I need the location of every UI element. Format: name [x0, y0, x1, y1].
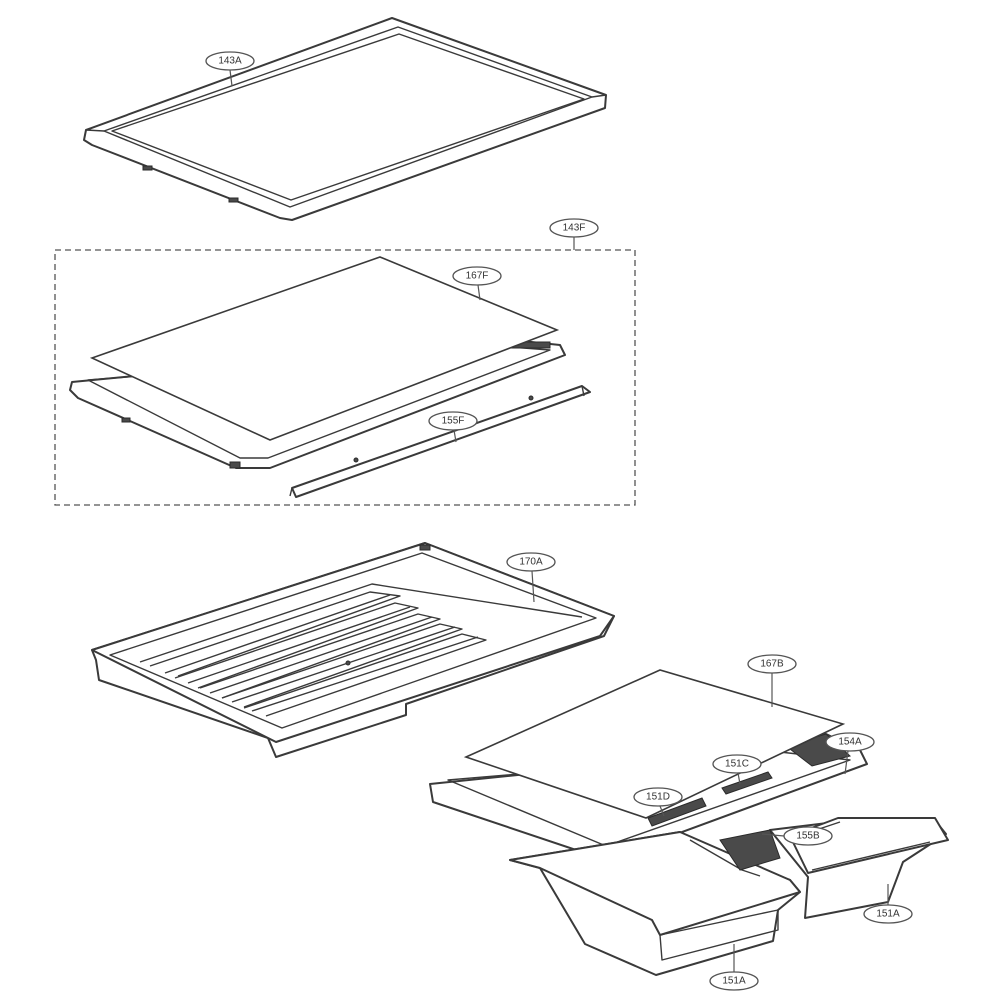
storage-bin-151a-left — [509, 829, 801, 976]
svg-text:151A: 151A — [722, 976, 746, 987]
svg-text:170A: 170A — [519, 557, 543, 568]
svg-text:155F: 155F — [442, 416, 465, 427]
svg-text:143A: 143A — [218, 56, 242, 67]
callout-154a: 154A — [825, 732, 875, 775]
svg-text:167F: 167F — [466, 271, 489, 282]
callout-170a: 170A — [506, 552, 556, 603]
callout-143f: 143F — [549, 218, 599, 250]
crisper-tray-170a — [91, 542, 615, 758]
glass-sheet-167f — [89, 256, 560, 441]
glass-sheet-167b — [463, 669, 846, 819]
svg-text:155B: 155B — [796, 831, 820, 842]
svg-text:143F: 143F — [563, 223, 586, 234]
callout-151a-right: 151A — [863, 884, 913, 924]
callout-151a-left: 151A — [709, 944, 759, 991]
assembly-143f-box — [54, 249, 636, 506]
svg-text:151A: 151A — [876, 909, 900, 920]
svg-text:151C: 151C — [725, 759, 749, 770]
svg-text:167B: 167B — [760, 659, 784, 670]
callout-151c: 151C — [712, 754, 762, 785]
svg-text:154A: 154A — [838, 737, 862, 748]
callout-167f: 167F — [452, 266, 502, 301]
callout-155b: 155B — [761, 826, 833, 846]
callout-167b: 167B — [747, 654, 797, 707]
callout-151d: 151D — [633, 787, 683, 817]
svg-text:151D: 151D — [646, 792, 670, 803]
callout-143a: 143A — [205, 51, 255, 87]
callout-155f: 155F — [428, 411, 478, 443]
trim-strip-155f — [289, 385, 591, 498]
shelf-frame-143a — [83, 17, 607, 221]
